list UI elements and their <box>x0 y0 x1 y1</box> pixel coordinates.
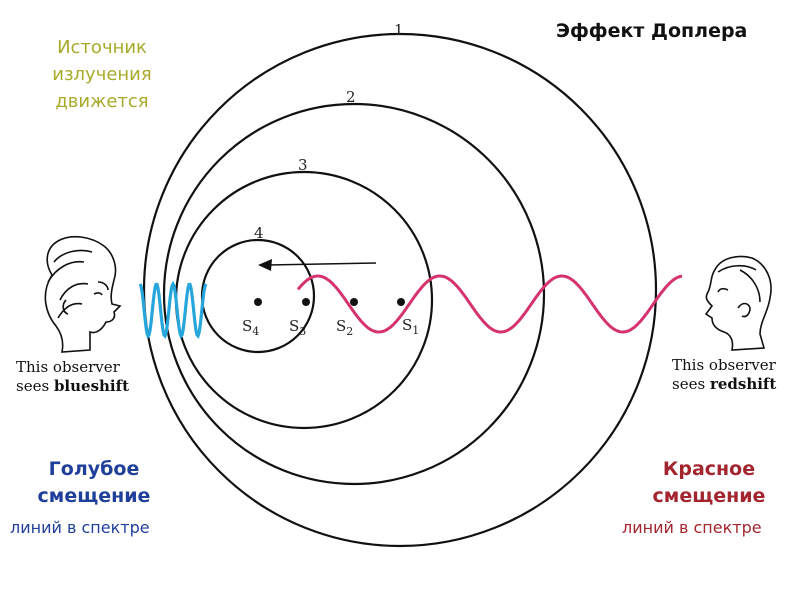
wavefront-1 <box>142 32 658 548</box>
observer-right-icon <box>704 255 772 351</box>
wavefront-label-4: 4 <box>254 224 264 242</box>
redshift-subtitle: линий в спектре <box>622 518 762 537</box>
source-label-s4: S4 <box>242 317 259 338</box>
wavefront-label-2: 2 <box>346 88 356 106</box>
source-dot-s1 <box>397 298 405 306</box>
slide-title: Эффект Доплера <box>556 20 748 42</box>
blue-wave <box>138 280 208 339</box>
wavefront-label-3: 3 <box>298 156 308 174</box>
source-label-s3: S3 <box>289 317 306 338</box>
motion-arrow-head <box>258 259 272 271</box>
blueshift-title: Голубое смещение <box>37 458 151 507</box>
observer-right-caption: This observer sees redshift <box>672 356 776 394</box>
observer-right-line1: This observer <box>672 356 776 374</box>
source-moving-label: Источник излучения движется <box>52 37 152 112</box>
wavefront-label-1: 1 <box>394 21 404 39</box>
source-label-s1: S1 <box>402 316 419 337</box>
red-wave <box>296 274 683 334</box>
source-label-s2: S2 <box>336 317 353 338</box>
source-dot-s3 <box>302 298 310 306</box>
source-dot-s4 <box>254 298 262 306</box>
observer-right-line2: sees redshift <box>672 375 777 393</box>
blueshift-subtitle: линий в спектре <box>10 518 150 537</box>
wavefront-2 <box>162 102 546 486</box>
redshift-title: Красное смещение <box>652 458 766 507</box>
source-dot-s2 <box>350 298 358 306</box>
observer-left-icon <box>44 235 122 353</box>
motion-arrow-shaft <box>267 262 377 266</box>
observer-left-caption: This observer sees blueshift <box>16 358 129 396</box>
observer-left-line2: sees blueshift <box>16 377 130 395</box>
observer-left-line1: This observer <box>16 358 120 376</box>
